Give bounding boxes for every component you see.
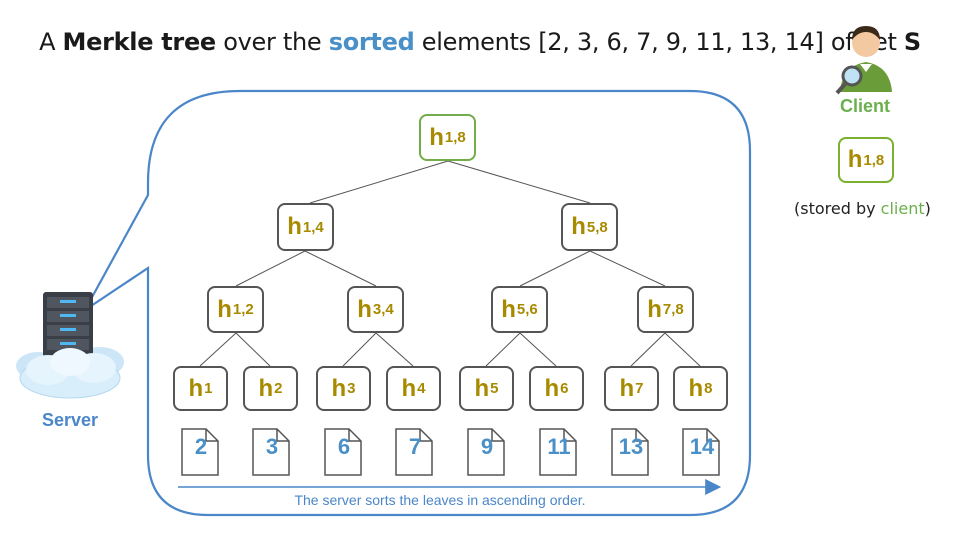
hash-index: 1 xyxy=(204,380,213,397)
hash-letter: h xyxy=(688,374,704,402)
element-value: 13 xyxy=(618,434,644,459)
document-icon xyxy=(395,428,433,476)
title-text: over the xyxy=(215,28,329,56)
element-document: 3 xyxy=(252,428,290,476)
hash-letter: h xyxy=(429,123,444,151)
server-icon xyxy=(16,292,124,399)
client-person-icon xyxy=(835,26,892,95)
title-set-s: S xyxy=(903,28,921,56)
hash-letter: h xyxy=(188,374,204,402)
element-value: 9 xyxy=(480,434,494,459)
hash-index: 1,2 xyxy=(232,301,254,318)
element-document: 2 xyxy=(181,428,219,476)
hash-letter: h xyxy=(401,374,417,402)
element-document: 14 xyxy=(682,428,720,476)
element-value: 2 xyxy=(194,434,208,459)
title-merkle-tree: Merkle tree xyxy=(62,28,217,56)
title-text: A xyxy=(39,28,63,56)
element-document: 11 xyxy=(539,428,577,476)
hash-letter: h xyxy=(217,295,232,323)
sort-caption: The server sorts the leaves in ascending… xyxy=(294,492,586,508)
hash-letter: h xyxy=(287,213,302,240)
element-document: 7 xyxy=(395,428,433,476)
hash-index: 3,4 xyxy=(372,301,394,318)
hash-index: 7,8 xyxy=(662,301,684,318)
tree-edges xyxy=(199,160,701,367)
hash-index: 5,8 xyxy=(586,218,608,236)
document-icon xyxy=(682,428,720,476)
note-client: client xyxy=(880,199,925,218)
hash-index: 6 xyxy=(560,380,569,397)
document-icon xyxy=(181,428,219,476)
hash-letter: h xyxy=(647,295,662,323)
hash-letter: h xyxy=(501,295,516,323)
document-icon xyxy=(252,428,290,476)
hash-index: 1,8 xyxy=(863,151,885,169)
hash-index: 7 xyxy=(635,380,644,397)
element-value: 7 xyxy=(408,434,422,459)
hash-index: 8 xyxy=(704,380,713,397)
title-text: elements [2, 3, 6, 7, 9, 11, 13, 14] of … xyxy=(414,28,904,56)
hash-letter: h xyxy=(258,374,274,402)
hash-letter: h xyxy=(544,374,560,402)
hash-index: 5,6 xyxy=(516,301,538,318)
element-document: 13 xyxy=(611,428,649,476)
note-text: (stored by xyxy=(794,199,881,218)
document-icon xyxy=(324,428,362,476)
client-label: Client xyxy=(840,96,891,116)
element-document: 9 xyxy=(467,428,505,476)
diagram-title: A Merkle tree over the sorted elements [… xyxy=(0,28,960,56)
note-text: ) xyxy=(924,199,931,218)
hash-index: 5 xyxy=(490,380,499,397)
hash-letter: h xyxy=(619,374,635,402)
hash-index: 1,8 xyxy=(444,129,466,146)
hash-index: 1,4 xyxy=(302,218,324,236)
client-stored-note: (stored by client) xyxy=(794,199,931,218)
hash-index: 2 xyxy=(274,380,283,397)
hash-letter: h xyxy=(847,146,863,173)
hash-letter: h xyxy=(331,374,347,402)
element-value: 6 xyxy=(337,434,351,459)
hash-letter: h xyxy=(571,213,586,240)
element-value: 3 xyxy=(265,434,279,459)
speech-bubble xyxy=(84,89,752,517)
server-label: Server xyxy=(42,410,99,430)
document-icon xyxy=(539,428,577,476)
element-value: 14 xyxy=(689,434,715,459)
title-sorted: sorted xyxy=(328,28,415,56)
element-document: 6 xyxy=(324,428,362,476)
document-icon xyxy=(467,428,505,476)
hash-index: 4 xyxy=(417,380,426,397)
hash-index: 3 xyxy=(347,380,356,397)
document-icon xyxy=(611,428,649,476)
element-value: 11 xyxy=(547,434,571,459)
hash-letter: h xyxy=(357,295,372,323)
hash-letter: h xyxy=(474,374,490,402)
